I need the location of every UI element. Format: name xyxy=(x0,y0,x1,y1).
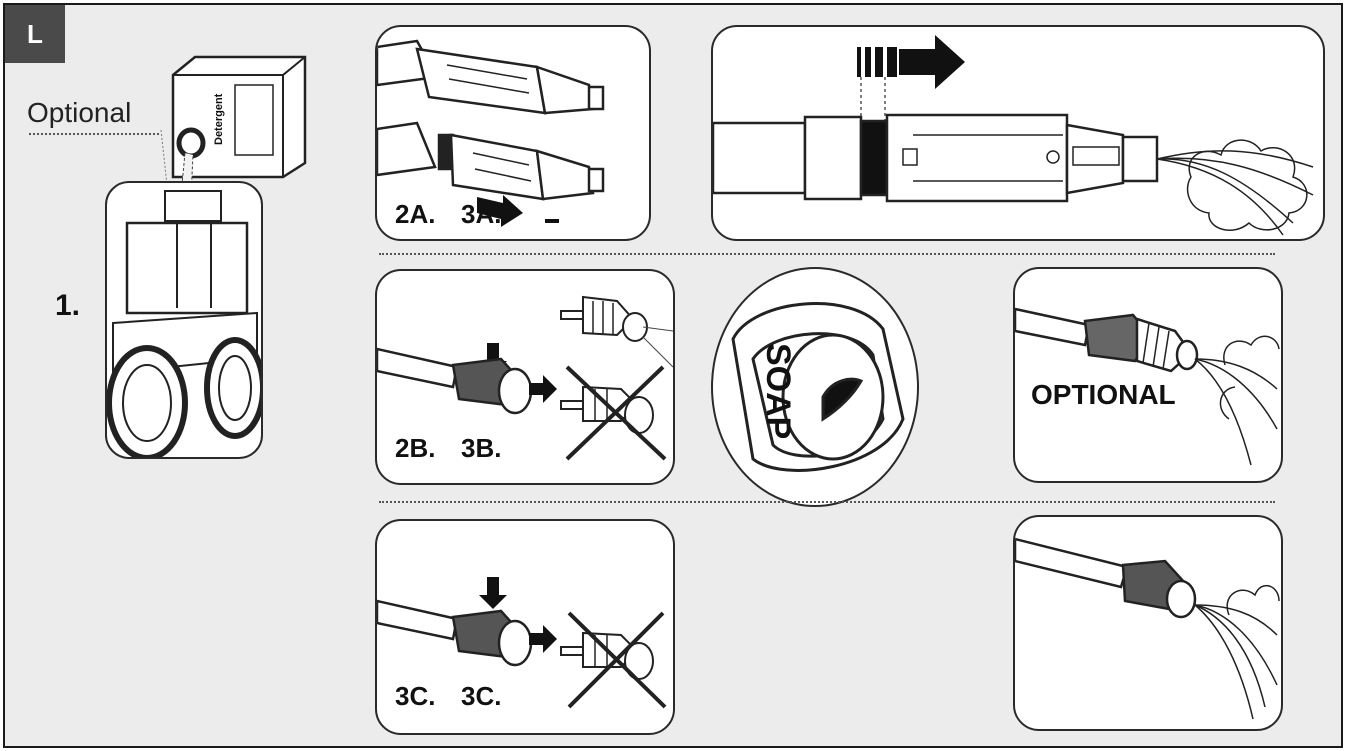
spray-bottom-illustration xyxy=(1015,537,1280,720)
machine-panel xyxy=(105,181,263,459)
label-3b: 3B. xyxy=(461,433,502,463)
label-2a: 2A. xyxy=(395,199,436,229)
pressure-washer-illustration xyxy=(107,190,261,457)
separator-top xyxy=(379,253,1275,255)
panel-spray-bottom xyxy=(1013,515,1283,731)
soap-closeup-illustration xyxy=(731,302,905,472)
label-3a: 3A. xyxy=(461,199,502,229)
detergent-label: Detergent xyxy=(213,93,225,145)
panel-optional xyxy=(1013,267,1283,483)
label-2b: 2B. xyxy=(395,433,436,463)
instruction-diagram: L Optional Detergent 1. xyxy=(3,3,1343,748)
optional-underline xyxy=(29,133,159,135)
panel-2b xyxy=(375,269,675,485)
soap-nozzle-illustration xyxy=(377,295,673,461)
panel-2a xyxy=(375,25,651,241)
nozzle-spray-illustration xyxy=(713,35,1314,236)
nozzle-3c-illustration xyxy=(377,577,667,709)
label-3c-second: 3C. xyxy=(461,681,502,711)
optional-spray-illustration xyxy=(1015,307,1280,466)
section-tag: L xyxy=(5,5,65,63)
separator-bottom xyxy=(379,501,1275,503)
panel-nozzle-spray xyxy=(711,25,1325,241)
soap-nozzle-magnifier xyxy=(711,267,919,507)
lance-nozzle-illustration xyxy=(377,39,605,227)
label-3c-first: 3C. xyxy=(395,681,436,711)
optional-label: Optional xyxy=(27,97,132,128)
soap-text: SOAP xyxy=(759,343,797,440)
panel-3c xyxy=(375,519,675,735)
step-1-label: 1. xyxy=(55,289,81,322)
optional-caps-label: OPTIONAL xyxy=(1031,379,1176,410)
